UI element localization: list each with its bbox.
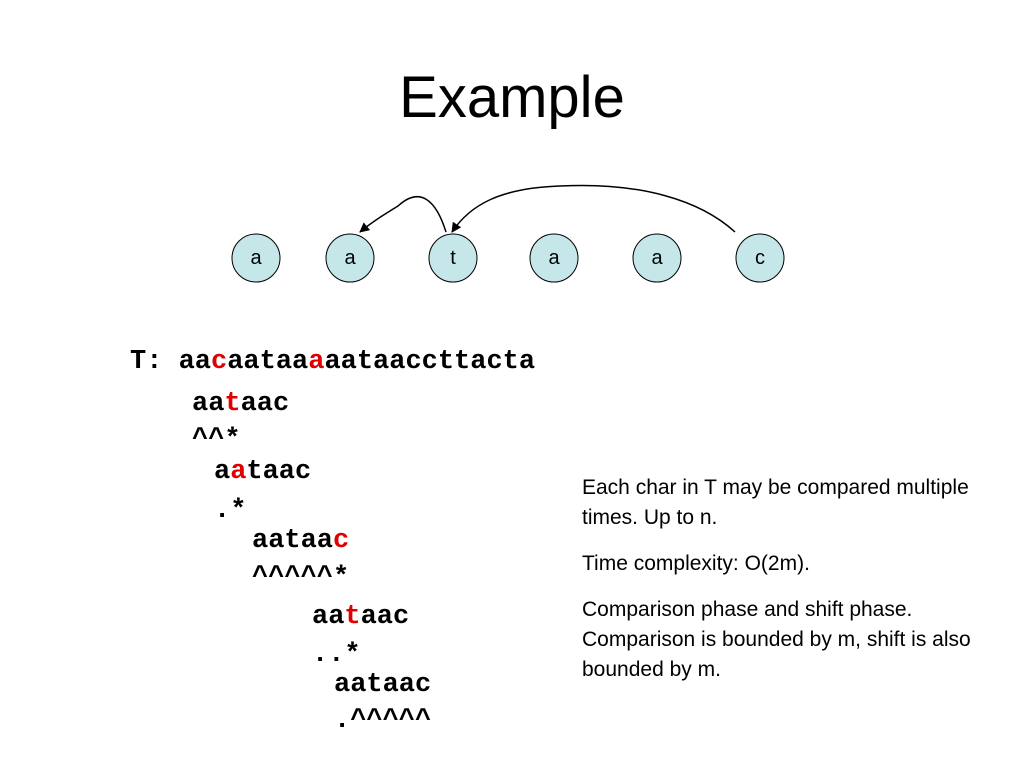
text-mismatch-2: a [308, 347, 325, 377]
pattern-node-circle [325, 233, 375, 283]
pattern-prefix: aataa [252, 526, 334, 556]
note-comparisons: Each char in T may be compared multiple … [582, 476, 969, 529]
pattern-node-label: a [250, 247, 262, 269]
pattern-suffix: aac [240, 389, 290, 419]
alignment-3-pattern: aataac [252, 524, 349, 558]
pattern-node-2: a [325, 233, 375, 283]
pattern-node-1: a [231, 233, 281, 283]
note-time-complexity: Time complexity: O(2m). [582, 552, 810, 575]
alignment-2-marks: .* [214, 496, 247, 526]
pattern-mismatch: c [333, 526, 350, 556]
text-string: aacaataaaaataaccttacta [179, 347, 535, 377]
pattern-node-circle [632, 233, 682, 283]
alignment-5-marks: .^^^^^ [334, 706, 432, 736]
text-mismatch-1: c [211, 347, 228, 377]
alignment-2-pattern: aataac [214, 455, 311, 489]
alignment-1-pattern: aataac [192, 387, 289, 421]
pattern-prefix: aataac [334, 670, 432, 700]
pattern-mismatch: t [344, 602, 361, 632]
pattern-mismatch: t [224, 389, 241, 419]
arrow-t-to-a [359, 196, 447, 233]
pattern-node-circle [428, 233, 478, 283]
pattern-node-circle [231, 233, 281, 283]
pattern-node-4: a [529, 233, 579, 283]
pattern-node-label: a [651, 247, 663, 269]
pattern-node-6: c [735, 233, 785, 283]
text-part-3: aataaccttacta [324, 347, 536, 377]
alignment-3-marks: ^^^^^* [252, 563, 350, 593]
alignment-1-marks: ^^* [192, 425, 241, 455]
pattern-node-label: t [450, 247, 456, 269]
text-label: T: [130, 347, 163, 377]
pattern-node-5: a [632, 233, 682, 283]
text-part-1: aa [178, 347, 212, 377]
text-line: T: aacaataaaaataaccttacta [130, 345, 535, 379]
pattern-mismatch: a [230, 457, 247, 487]
slide-title: Example [399, 65, 625, 130]
pattern-node-circle [735, 233, 785, 283]
note-phases: Comparison phase and shift phase. Compar… [582, 598, 971, 681]
text-part-2: aataa [227, 347, 309, 377]
arrow-c-to-t [451, 184, 736, 233]
pattern-node-label: c [755, 247, 765, 269]
alignment-5-pattern: aataac [334, 668, 431, 702]
pattern-node-label: a [344, 247, 356, 269]
alignment-4-marks: ..* [312, 640, 361, 670]
pattern-prefix: aa [192, 389, 225, 419]
pattern-suffix: aac [360, 602, 410, 632]
pattern-node-3: t [428, 233, 478, 283]
pattern-prefix: a [214, 457, 231, 487]
pattern-node-label: a [548, 247, 560, 269]
alignment-4-pattern: aataac [312, 600, 409, 634]
pattern-node-circle [529, 233, 579, 283]
pattern-suffix: taac [246, 457, 312, 487]
pattern-prefix: aa [312, 602, 345, 632]
